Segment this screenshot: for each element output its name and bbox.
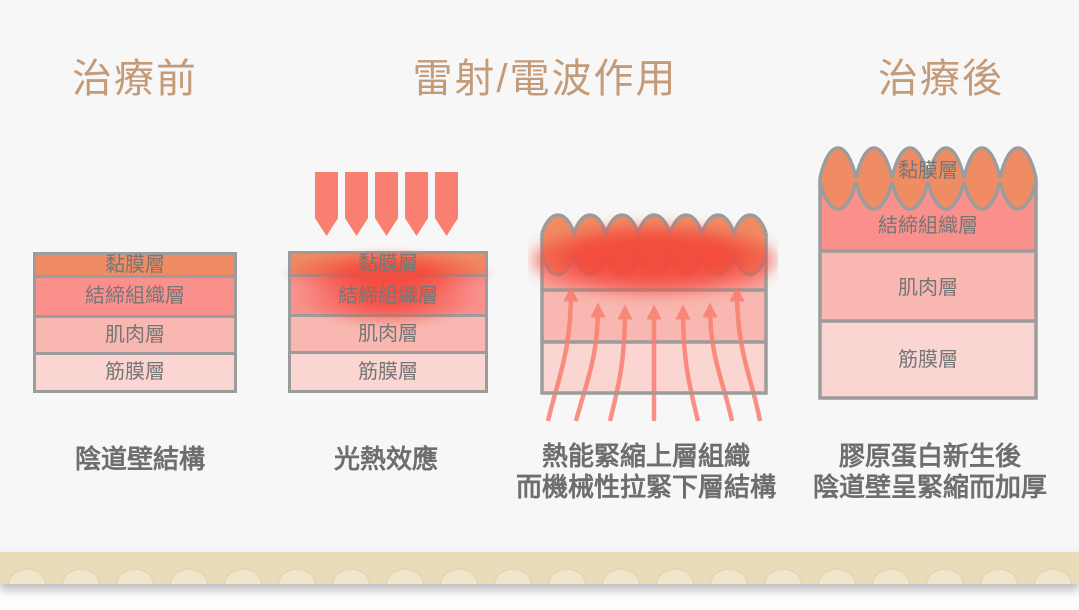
layer-fascia-label: 筋膜層 [105, 361, 165, 384]
wavy-top-edge [540, 213, 768, 239]
wall-outline [540, 233, 768, 395]
layer-muscle-label: 肌肉層 [358, 323, 418, 346]
layer-connective-label: 結締組織層 [878, 215, 978, 237]
caption-heat-line1: 熱能緊縮上層組織 [541, 441, 750, 471]
layer-fascia-label: 筋膜層 [898, 349, 958, 371]
title-after-treatment: 治療後 [878, 57, 1004, 101]
wall-outline [818, 178, 1038, 400]
wavy-mucosa-shape [820, 148, 1036, 209]
footer-white-strip [0, 584, 1079, 610]
caption-collagen-line2: 陰道壁呈緊縮而加厚 [812, 472, 1047, 502]
diagram-photothermal-effect: 黏膜層 結締組織層 肌肉層 筋膜層 [288, 251, 488, 393]
laser-beam-icon [405, 172, 428, 236]
layer-fascia: 筋膜層 [36, 351, 234, 390]
decorative-footer-band [0, 552, 1079, 584]
laser-beam-icon [375, 172, 398, 236]
laser-beam-icon [345, 172, 368, 236]
layer-muscle: 肌肉層 [36, 314, 234, 352]
layer-mucosa: 黏膜層 [291, 253, 485, 276]
laser-beam-icon [315, 172, 338, 236]
caption-heat-line2: 而機械性拉緊下層結構 [515, 472, 776, 502]
layer-mucosa: 黏膜層 [36, 254, 234, 277]
diagram-after-collagen [818, 146, 1038, 400]
diagram-wall-structure: 黏膜層 結締組織層 肌肉層 筋膜層 [33, 252, 237, 393]
layer-mucosa-label: 黏膜層 [358, 253, 418, 276]
layer-connective: 結締組織層 [291, 274, 485, 315]
layer-mucosa-label: 黏膜層 [105, 254, 165, 277]
layer-fascia-label: 筋膜層 [358, 361, 418, 384]
laser-beam-icon [435, 172, 458, 236]
wavy-mucosa-bottom-edge [818, 181, 1038, 211]
layer-mucosa-label: 黏膜層 [898, 160, 958, 182]
layer-muscle: 肌肉層 [291, 314, 485, 352]
caption-collagen-line1: 膠原蛋白新生後 [838, 441, 1021, 471]
layer-muscle [820, 251, 1036, 321]
layer-muscle-label: 肌肉層 [898, 277, 958, 299]
title-laser-rf-action: 雷射/電波作用 [412, 57, 678, 101]
title-before-treatment: 治療前 [72, 57, 198, 101]
caption-wall-structure: 陰道壁結構 [74, 444, 205, 474]
wavy-top-edge [818, 146, 1038, 179]
caption-collagen-result: 膠原蛋白新生後 陰道壁呈緊縮而加厚 [808, 441, 1052, 503]
layer-connective-label: 結締組織層 [85, 285, 185, 308]
layer-fascia [820, 321, 1036, 398]
diagram-heat-contraction [532, 213, 776, 422]
heat-flow-arrow-icon [545, 286, 763, 422]
caption-heat-contraction: 熱能緊縮上層組織 而機械性拉緊下層結構 [511, 441, 781, 503]
laser-beam-icons [315, 172, 459, 236]
layer-connective-label: 結締組織層 [338, 284, 438, 307]
caption-photothermal: 光熱效應 [333, 444, 438, 474]
layer-muscle-label: 肌肉層 [105, 323, 165, 346]
heat-glow [532, 226, 776, 294]
layer-connective: 結締組織層 [36, 275, 234, 315]
layer-fascia: 筋膜層 [291, 351, 485, 390]
layer-separator-lines [820, 249, 1036, 323]
